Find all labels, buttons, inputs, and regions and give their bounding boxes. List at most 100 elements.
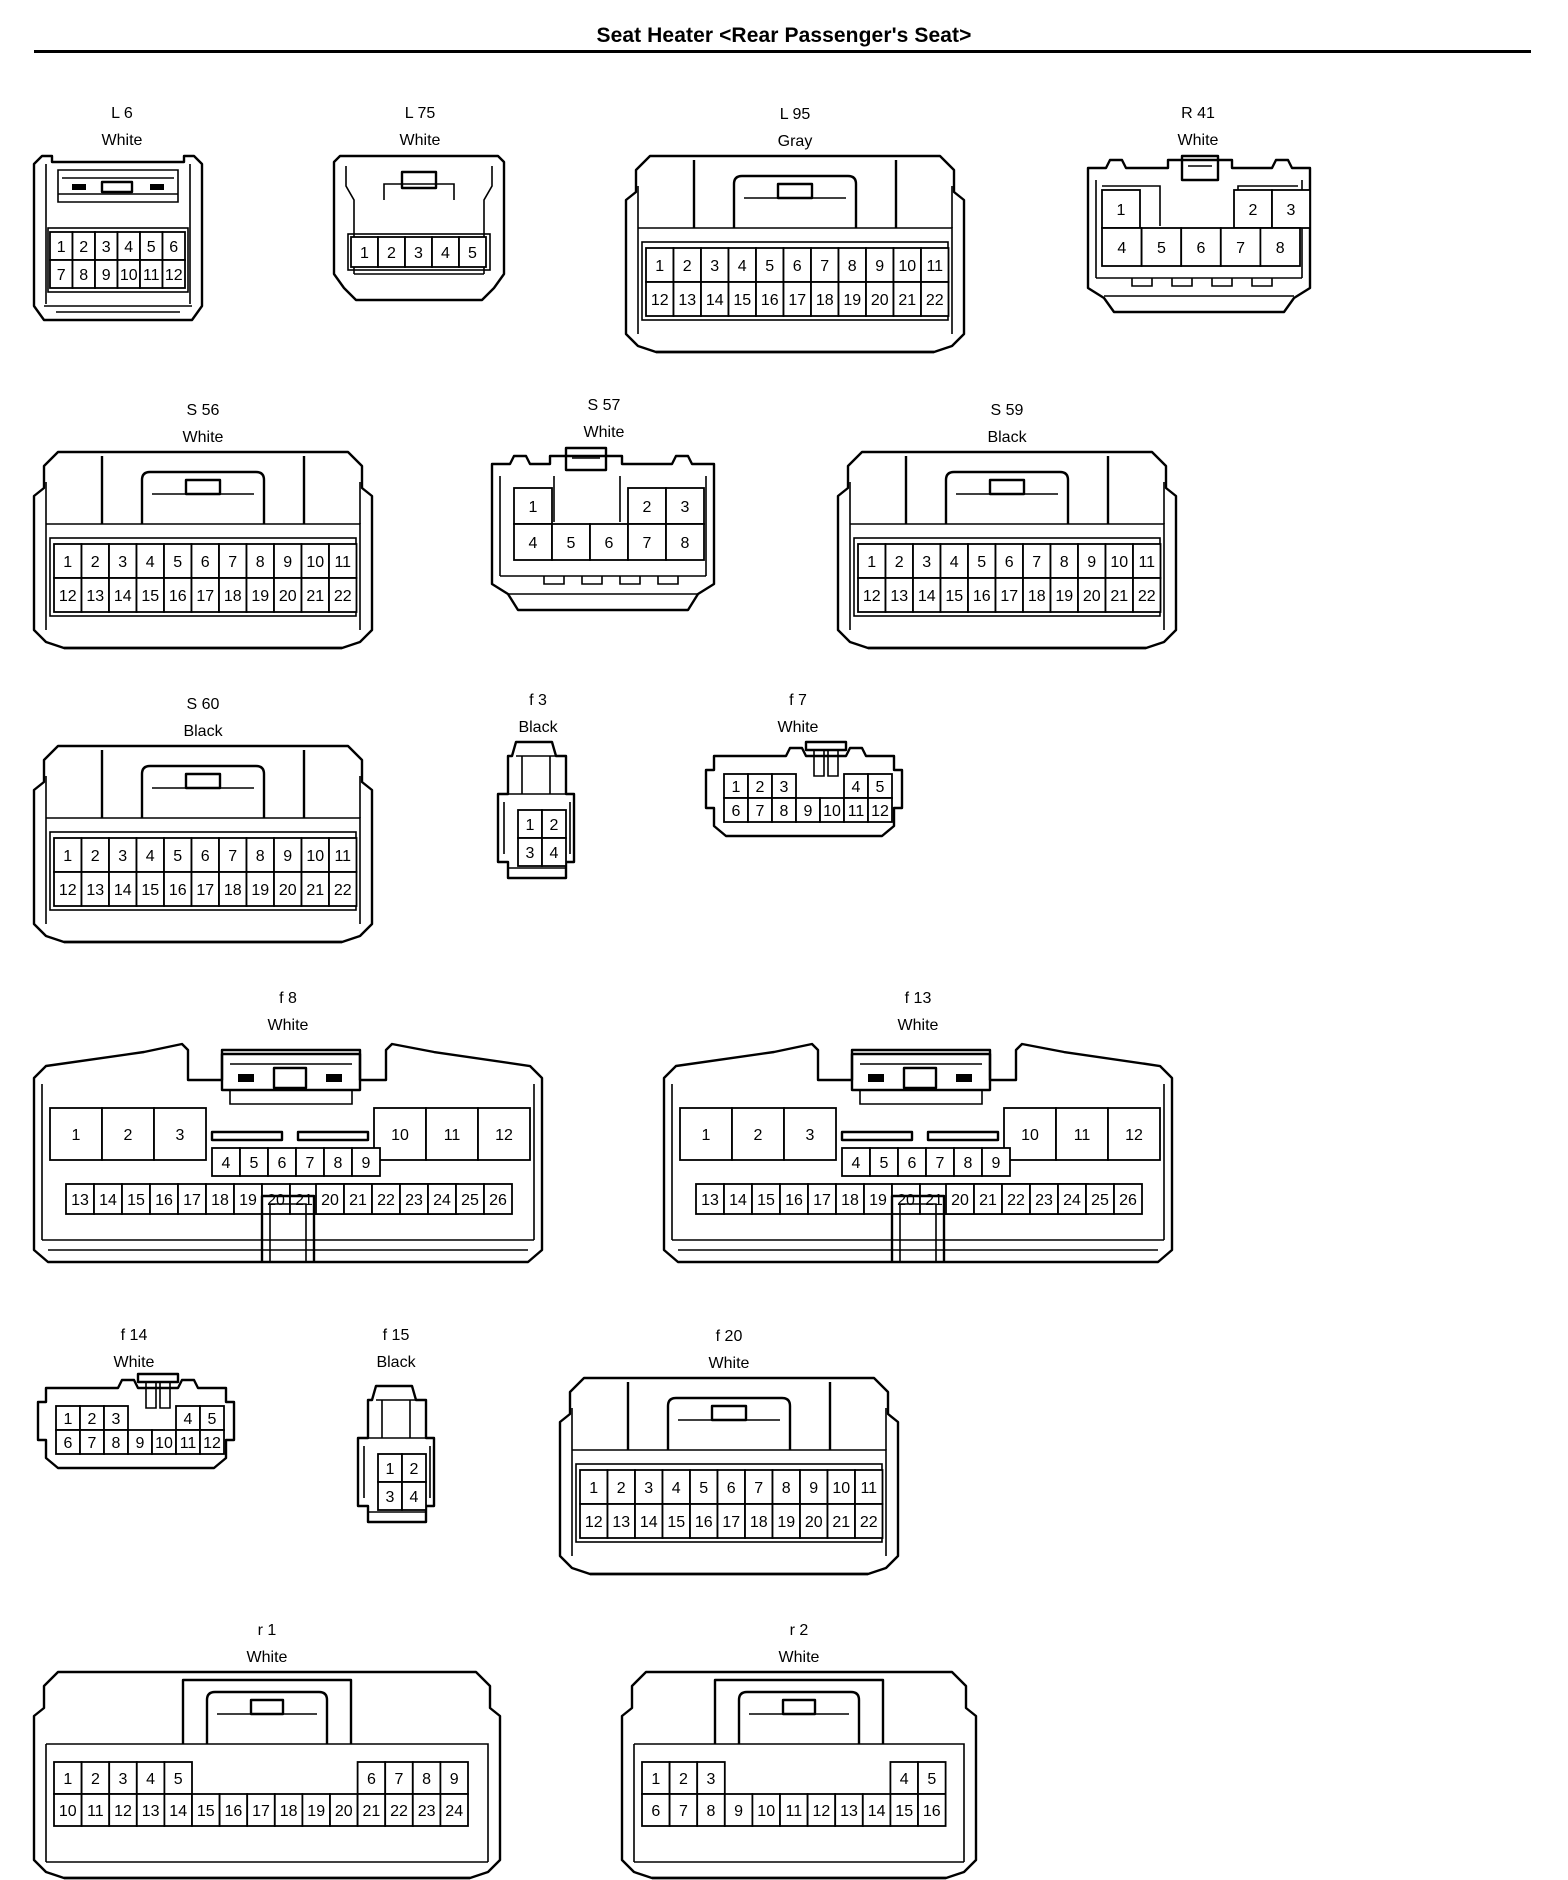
pin-cell	[912, 543, 942, 579]
pin-number: 7	[820, 258, 829, 275]
pin-cell	[53, 871, 83, 907]
pin-number: 9	[283, 554, 292, 571]
pin-number: 8	[1276, 240, 1285, 257]
pin-number: 6	[169, 239, 178, 256]
pin-number: 1	[360, 245, 369, 262]
pin-number: 15	[895, 1803, 913, 1820]
pin-cell	[328, 871, 358, 907]
housing-outline	[516, 755, 556, 794]
pin-cell	[1104, 577, 1134, 613]
pin-cell	[973, 1183, 1003, 1215]
pin-cell	[551, 523, 591, 561]
pin-number: 8	[334, 1155, 343, 1172]
pin-number: 8	[112, 1435, 121, 1452]
pin-number: 12	[203, 1435, 221, 1452]
pin-number: 2	[91, 848, 100, 865]
pin-number: 19	[1055, 588, 1073, 605]
pin-cell	[917, 1761, 947, 1795]
housing-part	[564, 446, 608, 472]
pin-cell	[1049, 543, 1079, 579]
housing-part	[72, 184, 86, 190]
housing-outline	[890, 1194, 946, 1262]
pin-cell	[641, 1793, 671, 1827]
pin-number: 8	[256, 848, 265, 865]
pin-number: 22	[860, 1514, 878, 1531]
pin-number: 9	[450, 1771, 459, 1788]
pin-number: 7	[643, 535, 652, 552]
pin-number: 5	[147, 239, 156, 256]
pin-cell	[579, 1469, 609, 1505]
pin-number: 8	[256, 554, 265, 571]
pin-cell	[1101, 189, 1141, 229]
pin-number: 14	[706, 292, 724, 309]
pin-number: 10	[823, 803, 841, 820]
pin-number: 3	[780, 779, 789, 796]
housing-outline	[638, 227, 953, 334]
pin-number: 16	[761, 292, 779, 309]
housing-part	[184, 772, 222, 790]
pin-cell	[127, 1429, 153, 1455]
housing-part	[988, 478, 1026, 496]
pin-cell	[665, 487, 705, 525]
pin-number: 7	[1032, 554, 1041, 571]
housing-outline	[363, 1446, 431, 1498]
pin-number: 22	[334, 588, 352, 605]
pin-number: 12	[813, 1803, 831, 1820]
pin-cell	[953, 1147, 983, 1177]
housing-outline	[383, 183, 455, 200]
housing-outline	[692, 160, 898, 228]
connector-code: L 75	[405, 105, 436, 122]
pin-number: 14	[918, 588, 936, 605]
pin-number: 5	[208, 1411, 217, 1428]
pin-number: 5	[173, 554, 182, 571]
housing-outline	[332, 154, 506, 302]
connector-color: White	[183, 429, 224, 446]
pin-number: 12	[165, 267, 183, 284]
pin-number: 8	[780, 803, 789, 820]
pin-number: 14	[114, 588, 132, 605]
connector-code: f 14	[121, 1327, 148, 1344]
housing-part	[184, 478, 222, 496]
pin-cell	[245, 871, 275, 907]
pin-number: 11	[1138, 554, 1155, 571]
pin-number: 3	[118, 554, 127, 571]
pin-cell	[108, 1761, 138, 1795]
housing-outline	[633, 1743, 965, 1863]
connector-code: S 56	[187, 402, 220, 419]
pin-cell	[925, 1147, 955, 1177]
pin-number: 10	[155, 1435, 173, 1452]
pin-number: 22	[377, 1192, 395, 1209]
housing-outline	[849, 482, 1165, 524]
pin-cell	[53, 1761, 83, 1795]
connector-color: White	[247, 1649, 288, 1666]
pin-number: 13	[86, 588, 104, 605]
pin-number: 7	[754, 1480, 763, 1497]
pin-number: 6	[64, 1435, 73, 1452]
pin-number: 17	[252, 1803, 270, 1820]
pin-cell	[53, 577, 83, 613]
pin-number: 12	[585, 1514, 603, 1531]
pin-number: 9	[804, 803, 813, 820]
pin-number: 6	[201, 554, 210, 571]
pin-number: 7	[1236, 240, 1245, 257]
pin-number: 6	[732, 803, 741, 820]
pin-number: 3	[119, 1771, 128, 1788]
pin-number: 1	[1117, 202, 1126, 219]
pin-number: 2	[550, 817, 559, 834]
pin-number: 21	[832, 1514, 850, 1531]
pin-cell	[869, 1147, 899, 1177]
pin-number: 2	[410, 1461, 419, 1478]
pin-cell	[49, 1107, 103, 1161]
pin-cell	[384, 1761, 414, 1795]
housing-part	[1180, 154, 1220, 182]
pin-cell	[689, 1503, 719, 1539]
pin-cell	[783, 1107, 837, 1161]
pin-number: 25	[461, 1192, 479, 1209]
pin-cell	[427, 1183, 457, 1215]
pin-cell	[300, 577, 330, 613]
